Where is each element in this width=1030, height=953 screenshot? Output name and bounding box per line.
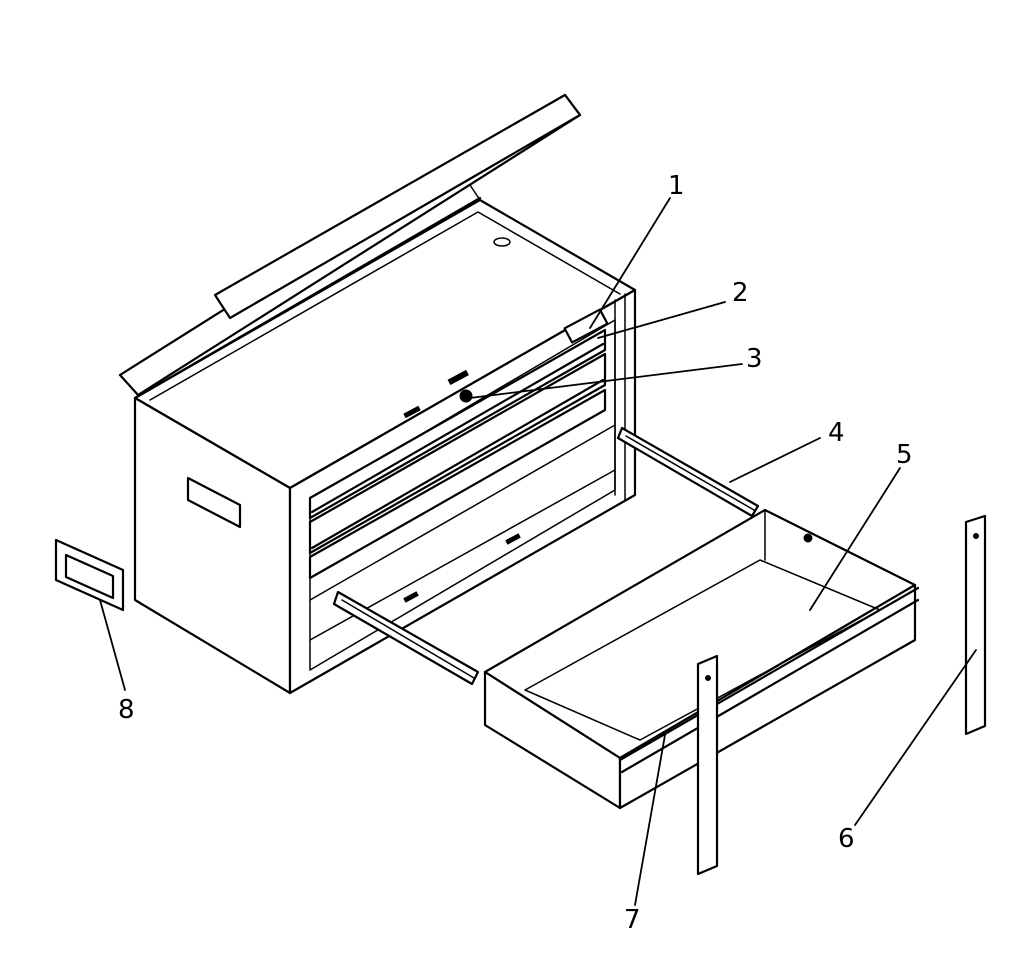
leader-1	[589, 197, 671, 329]
liner-strip-7	[696, 654, 719, 876]
drawer-front-lower	[308, 388, 607, 580]
drawer-front-panel	[618, 583, 917, 810]
drawer-clip-2	[403, 405, 421, 419]
chest-top-rim	[149, 211, 621, 401]
drawer-front-lip	[618, 586, 920, 774]
leader-8	[99, 599, 126, 691]
leader-lines	[99, 197, 977, 906]
callout-6: 6	[838, 824, 855, 854]
callout-8: 8	[118, 695, 135, 725]
leader-5	[809, 467, 901, 611]
lid-top-edge	[213, 93, 582, 320]
liner-strip-6	[964, 514, 987, 736]
callout-4: 4	[828, 418, 845, 448]
drawer-back-wall	[484, 509, 766, 673]
drawer-clip-3	[403, 591, 419, 603]
liner-strip-6-hole	[973, 533, 979, 539]
open-drawer	[483, 508, 920, 810]
callout-2: 2	[732, 278, 749, 308]
liner-strip-7-hole	[705, 675, 711, 681]
callout-3: 3	[746, 344, 763, 374]
lid-hinge	[133, 196, 482, 400]
leader-3	[469, 363, 743, 399]
leader-7	[634, 734, 666, 906]
drawer-clip-4	[505, 533, 521, 545]
slide-rail-right-groove	[625, 435, 755, 511]
leader-2	[597, 301, 726, 339]
drawer-slides	[332, 426, 760, 686]
slide-rail-left-groove	[341, 599, 475, 679]
handle-grip	[64, 553, 115, 600]
drawer-liner-strips	[696, 514, 987, 876]
drawer-pull-strip-1	[310, 342, 605, 514]
drawer-clip-1	[447, 369, 469, 386]
lid-latch	[493, 237, 511, 247]
lock-cylinder	[459, 389, 473, 403]
drawer-front-middle	[308, 352, 607, 555]
leader-6	[854, 649, 977, 826]
callout-1: 1	[668, 171, 685, 201]
lid-stay	[469, 184, 481, 201]
callout-labels: 1 2 3 4 5 6 7 8	[118, 171, 913, 935]
drawer-stop-screw	[803, 533, 813, 543]
chest-lid	[118, 93, 582, 400]
side-handle-slot	[186, 476, 242, 529]
leader-4	[729, 437, 821, 483]
callout-7: 7	[624, 905, 641, 935]
side-handle-part	[54, 538, 125, 612]
drawer-pull-strip-2	[310, 378, 605, 550]
callout-5: 5	[896, 440, 913, 470]
